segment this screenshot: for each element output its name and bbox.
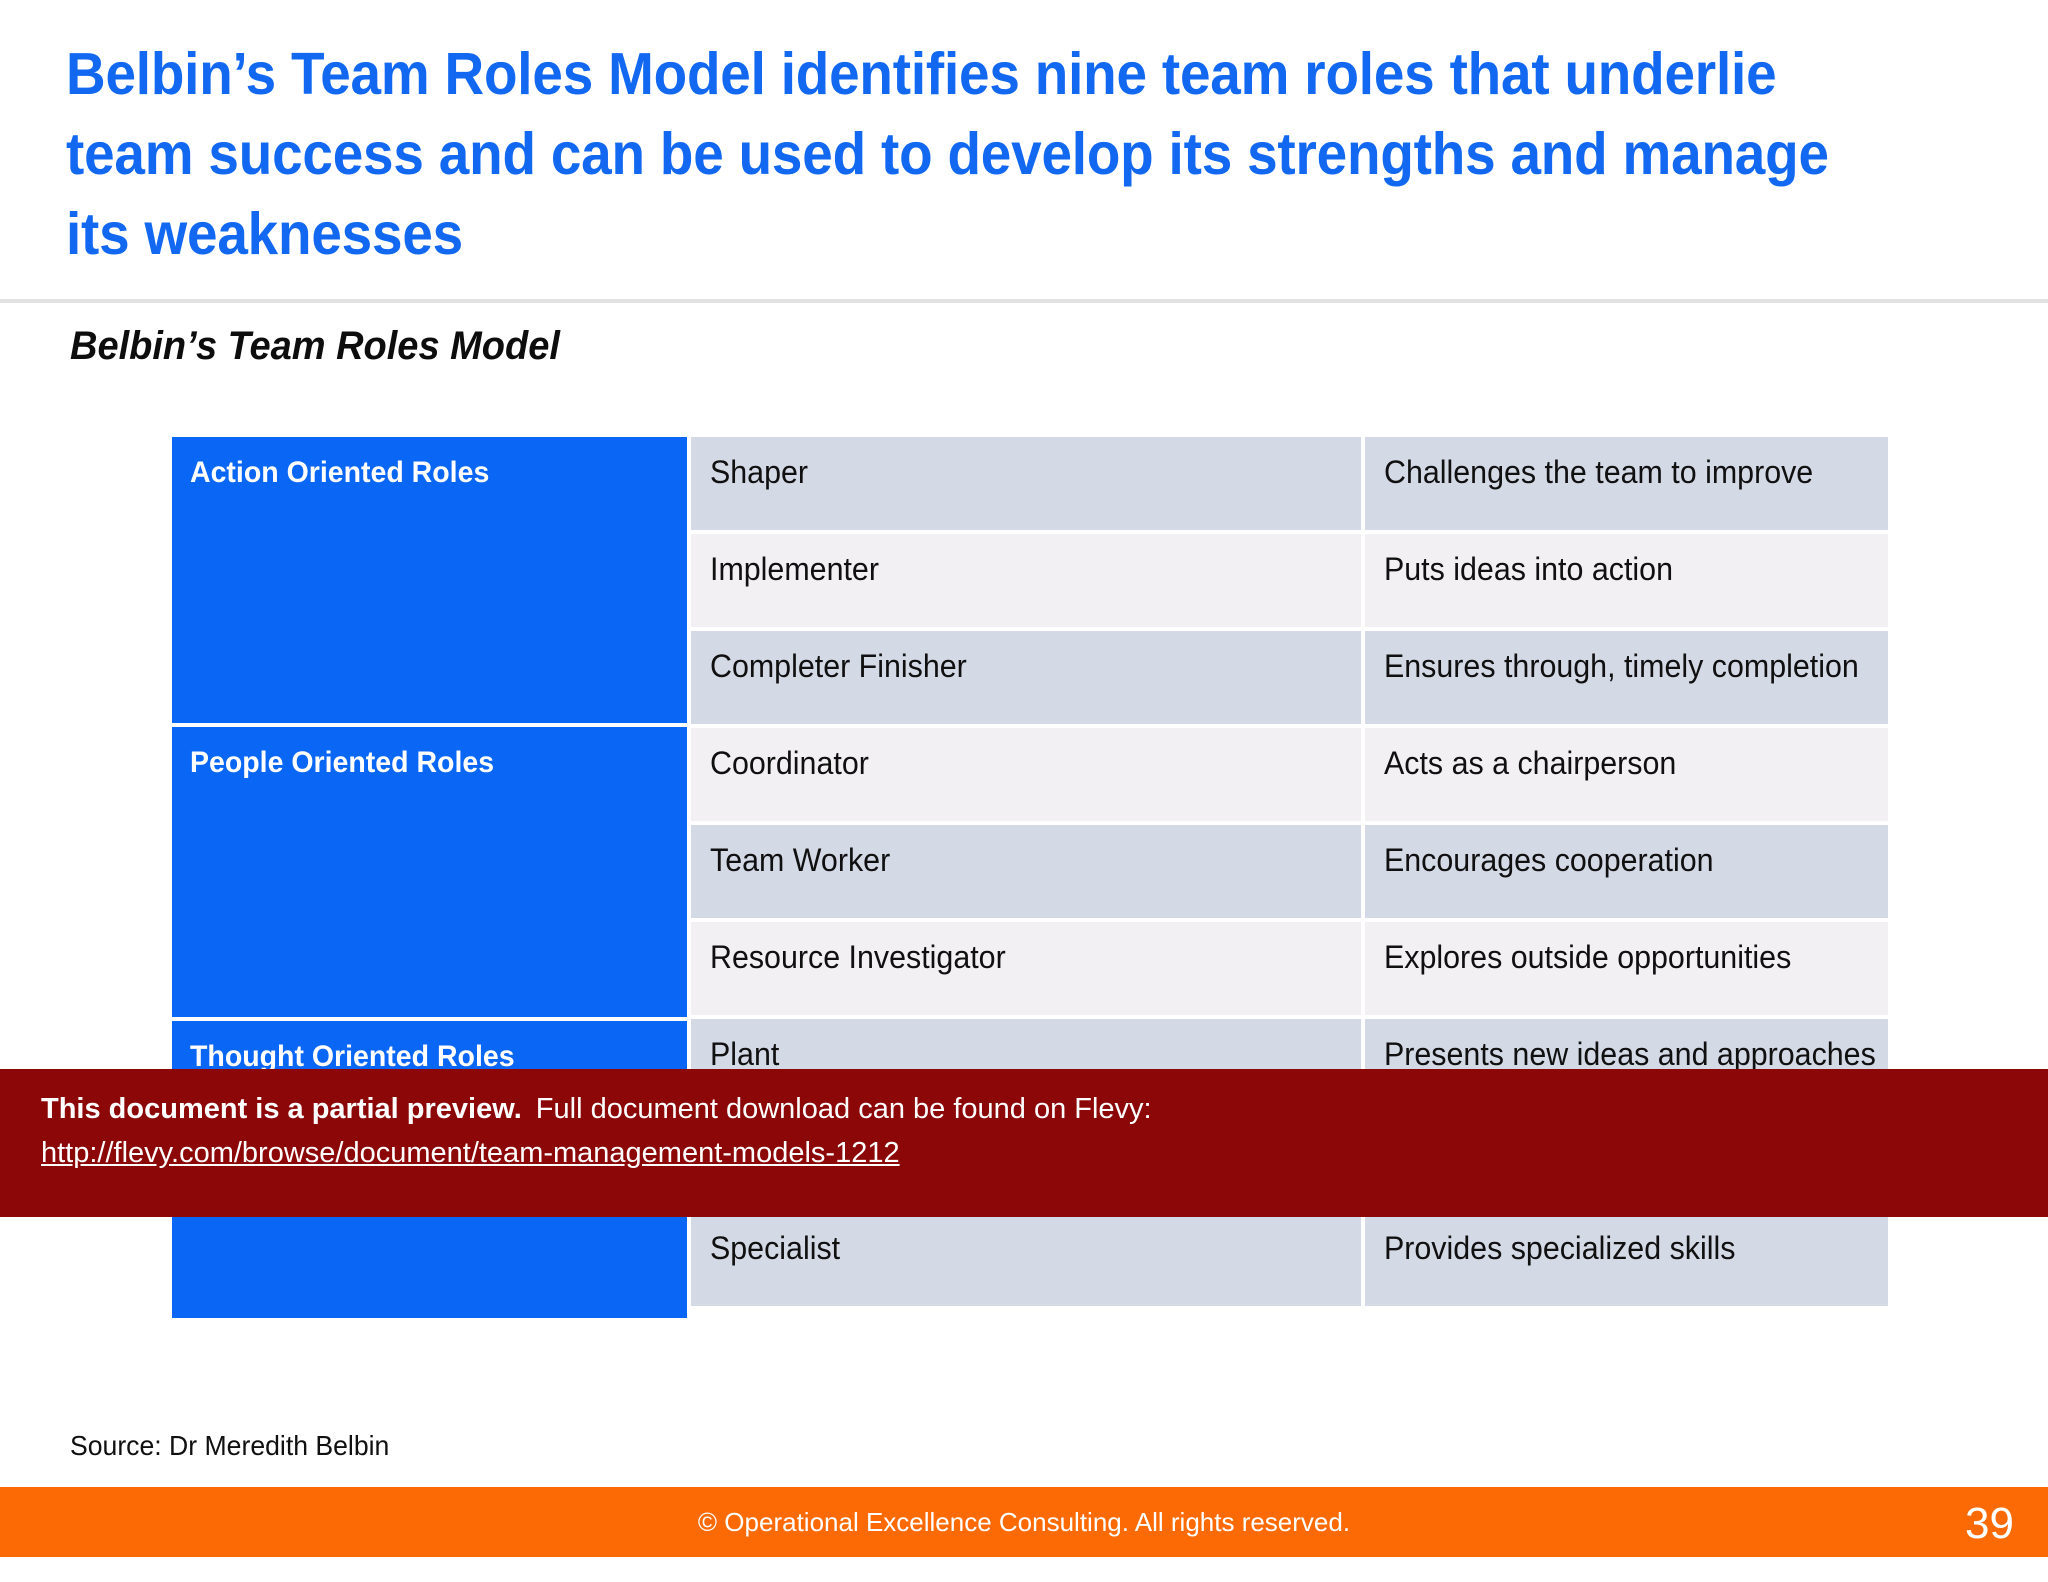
table-row: Team Worker Encourages cooperation: [691, 825, 1888, 918]
role-description-cell: Explores outside opportunities: [1365, 922, 1888, 1015]
role-name-cell: Shaper: [691, 437, 1361, 530]
role-name-cell: Coordinator: [691, 728, 1361, 821]
role-description-cell: Ensures through, timely completion: [1365, 631, 1888, 724]
table-row: Coordinator Acts as a chairperson: [691, 728, 1888, 821]
page-title: Belbin’s Team Roles Model identifies nin…: [66, 41, 1829, 267]
role-group-people-oriented: People Oriented Roles: [172, 727, 687, 1017]
role-description: Acts as a chairperson: [1384, 745, 1677, 781]
role-name-cell: Specialist: [691, 1213, 1361, 1306]
role-name: Shaper: [710, 454, 809, 490]
role-name-cell: Completer Finisher: [691, 631, 1361, 724]
role-name: Plant: [710, 1036, 780, 1072]
role-group-label: People Oriented Roles: [190, 746, 495, 779]
table-row: Specialist Provides specialized skills: [691, 1213, 1888, 1306]
role-name-cell: Team Worker: [691, 825, 1361, 918]
role-name: Coordinator: [710, 745, 869, 781]
role-name: Specialist: [710, 1230, 841, 1266]
role-name-cell: Implementer: [691, 534, 1361, 627]
source-note: Source: Dr Meredith Belbin: [70, 1430, 390, 1461]
footer-bar: © Operational Excellence Consulting. All…: [0, 1487, 2048, 1557]
role-description: Puts ideas into action: [1384, 551, 1673, 587]
role-description: Presents new ideas and approaches: [1384, 1036, 1876, 1072]
role-group-label: Action Oriented Roles: [190, 456, 490, 489]
role-description: Challenges the team to improve: [1384, 454, 1814, 490]
role-name: Implementer: [710, 551, 879, 587]
role-description: Provides specialized skills: [1384, 1230, 1736, 1266]
role-name: Resource Investigator: [710, 939, 1006, 975]
flevy-document-link[interactable]: http://flevy.com/browse/document/team-ma…: [41, 1137, 900, 1169]
role-name-cell: Resource Investigator: [691, 922, 1361, 1015]
header-divider: [0, 299, 2048, 303]
partial-preview-banner: This document is a partial preview. Full …: [0, 1069, 2048, 1217]
table-row: Implementer Puts ideas into action: [691, 534, 1888, 627]
table-row: Shaper Challenges the team to improve: [691, 437, 1888, 530]
table-row: Resource Investigator Explores outside o…: [691, 922, 1888, 1015]
page-number: 39: [1965, 1499, 2014, 1548]
section-heading: Belbin’s Team Roles Model: [70, 324, 560, 368]
role-description-cell: Provides specialized skills: [1365, 1213, 1888, 1306]
partial-preview-rest-text: Full document download can be found on F…: [535, 1093, 1152, 1125]
role-group-label: Thought Oriented Roles: [190, 1040, 515, 1073]
table-row: Completer Finisher Ensures through, time…: [691, 631, 1888, 724]
role-description: Encourages cooperation: [1384, 842, 1714, 878]
role-description-cell: Challenges the team to improve: [1365, 437, 1888, 530]
role-description-cell: Acts as a chairperson: [1365, 728, 1888, 821]
role-description-cell: Encourages cooperation: [1365, 825, 1888, 918]
role-description: Ensures through, timely completion: [1384, 648, 1859, 684]
role-group-action-oriented: Action Oriented Roles: [172, 437, 687, 723]
partial-preview-message: This document is a partial preview. Full …: [41, 1093, 1152, 1126]
role-description-cell: Puts ideas into action: [1365, 534, 1888, 627]
role-name: Completer Finisher: [710, 648, 967, 684]
role-name: Team Worker: [710, 842, 891, 878]
role-description: Explores outside opportunities: [1384, 939, 1792, 975]
partial-preview-bold-text: This document is a partial preview.: [41, 1093, 522, 1125]
footer-copyright: © Operational Excellence Consulting. All…: [697, 1507, 1351, 1537]
